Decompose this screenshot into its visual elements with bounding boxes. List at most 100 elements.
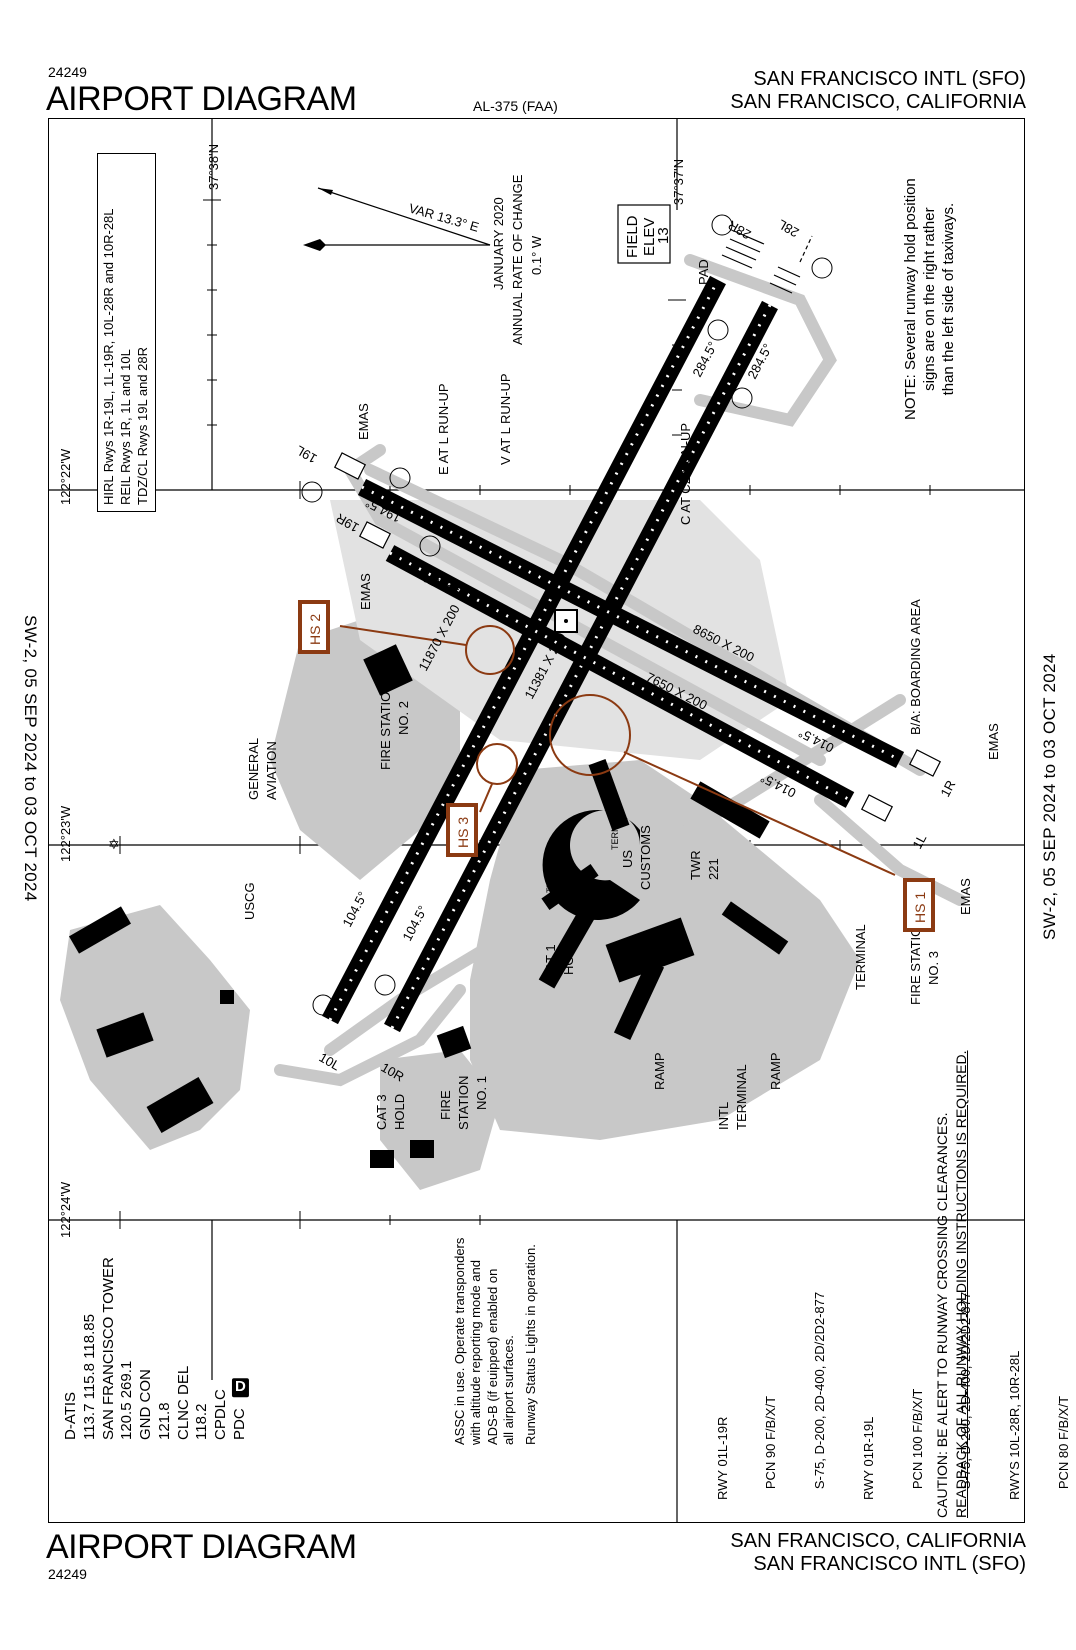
page-title-top: AIRPORT DIAGRAM xyxy=(46,80,357,118)
terminal-buildings xyxy=(69,644,789,1168)
hot-spot-3: HS 3 xyxy=(455,817,471,848)
fire-station-1: FIRE xyxy=(438,1090,453,1120)
uscg-label: USCG xyxy=(242,882,257,920)
diagram-frame xyxy=(48,118,1025,1523)
caution-line-1: CAUTION: BE ALERT TO RUNWAY CROSSING CLE… xyxy=(934,1112,950,1518)
hot-spot-labels: HS 2 HS 3 HS 1 xyxy=(298,600,935,932)
city-state: SAN FRANCISCO, CALIFORNIA xyxy=(730,91,1026,113)
c-at-c2-runup: C AT C2 RUN-UP xyxy=(678,423,693,525)
chart-number-bottom: 24249 xyxy=(48,1566,87,1582)
cat3-hold-2: HOLD xyxy=(392,1094,407,1130)
intl-terminal-2: TERMINAL xyxy=(734,1064,749,1130)
note-line-3: than the left side of taxiways. xyxy=(939,202,957,396)
approach-lights xyxy=(721,230,813,294)
assc-line-2: with altitude reporting mode and xyxy=(468,1259,484,1445)
d-badge-icon: D xyxy=(231,1378,249,1398)
comm-clearance: CLNC DEL xyxy=(174,1365,192,1440)
coordinate-labels: 37°38'N 37°37'N 122°22'W 122°23'W 122°24… xyxy=(58,144,686,1238)
e-at-l-runup: E AT L RUN-UP xyxy=(436,383,451,475)
terminal-2: TERMINAL xyxy=(610,804,620,850)
caution-note: CAUTION: BE ALERT TO RUNWAY CROSSING CLE… xyxy=(933,1050,971,1518)
cat3-hold: CAT 3 xyxy=(374,1094,389,1130)
procedure-id: AL-375 (FAA) xyxy=(473,98,558,114)
terminal-3: TERMINAL xyxy=(545,847,555,893)
rwy-end-1L: 1L xyxy=(909,832,929,852)
fire-station-2-no: NO. 2 xyxy=(396,701,411,735)
field-elev-value: 13 xyxy=(655,227,672,244)
cat1-hold: CAT 1 xyxy=(543,944,558,980)
pcn-line-8: PCN 80 F/B/X/T xyxy=(1055,1395,1071,1500)
critical-area-markers xyxy=(301,214,833,1016)
tower-label: TWR xyxy=(688,850,703,880)
var-rate-label: ANNUAL RATE OF CHANGE xyxy=(510,174,525,345)
comm-clearance-freq: 118.2 xyxy=(193,1403,211,1440)
fire-station-3: FIRE STATION xyxy=(908,917,923,1005)
cat1-hold-2: HOLD xyxy=(561,939,576,975)
hold-position-note: NOTE: Several runway hold position signs… xyxy=(902,178,958,420)
assc-note: ASSC in use. Operate transponders with a… xyxy=(452,1238,539,1445)
star-icon: ✡ xyxy=(108,836,120,852)
comm-tower-freq: 120.5 269.1 xyxy=(118,1360,136,1440)
rwy-end-28R: 28R xyxy=(725,217,753,242)
us-customs: US xyxy=(620,850,635,868)
ramp-twr-a: RAMP xyxy=(768,1052,783,1090)
rwy-end-28L: 28L xyxy=(775,217,801,241)
field-elev-label2: ELEV xyxy=(641,218,658,256)
hot-spot-1: HS 1 xyxy=(912,892,928,923)
fire-station-3-no: NO. 3 xyxy=(926,951,941,985)
lat-37-38: 37°38'N xyxy=(206,144,221,190)
c-at-c2-pad: PAD xyxy=(696,259,711,285)
pcn-line-4: RWY 01R-19L xyxy=(860,1416,876,1500)
field-elev-label1: FIELD xyxy=(624,215,641,258)
var-rate: 0.1° W xyxy=(529,235,544,275)
caution-line-2: READBACK OF ALL RUNWAY HOLDING INSTRUCTI… xyxy=(952,1050,969,1518)
fire-station-1-no: NO. 1 xyxy=(474,1076,489,1110)
pcn-line-1: RWY 01L-19R xyxy=(714,1416,730,1500)
ramp-twr-g: RAMP xyxy=(652,1052,667,1090)
pcn-line-7: RWYS 10L-28R, 10R-28L xyxy=(1007,1350,1022,1500)
lon-122-22: 122°22'W xyxy=(58,448,73,505)
lighting-info-box: HIRL Rwys 1R-19L, 1L-19R, 10L-28R and 10… xyxy=(97,153,156,512)
comm-datis: D-ATIS xyxy=(62,1391,79,1440)
comm-pdc-row: PDC D xyxy=(231,1257,250,1440)
pcn-line-5: PCN 100 F/B/X/T xyxy=(909,1388,925,1500)
note-line-2: signs are on the right rather xyxy=(920,207,938,391)
airport-name: SAN FRANCISCO INTL (SFO) xyxy=(753,68,1026,90)
terminal-1: TERMINAL xyxy=(853,924,868,990)
v-at-l-runup: V AT L RUN-UP xyxy=(498,373,513,465)
footer-city-state: SAN FRANCISCO, CALIFORNIA xyxy=(730,1530,1026,1552)
fire-station-2: FIRE STATION xyxy=(378,682,393,770)
assc-line-3: ADS-B (if euipped) enabled on xyxy=(484,1268,500,1445)
lighting-reil: REIL Rwys 1R, 1L and 10L xyxy=(117,349,133,505)
lon-122-24: 122°24'W xyxy=(58,1181,73,1238)
rwy-end-1R: 1R xyxy=(937,778,958,800)
assc-line-4: all airport surfaces. xyxy=(500,1335,516,1445)
magnetic-variation-arrows xyxy=(303,187,491,251)
comm-frequencies: D-ATIS 113.7 115.8 118.85 SAN FRANCISCO … xyxy=(62,1257,250,1440)
general-aviation: GENERAL xyxy=(246,738,261,800)
lat-37-37: 37°37'N xyxy=(671,159,686,205)
emas-1L: EMAS xyxy=(958,878,973,915)
pavement-strength: RWY 01L-19R PCN 90 F/B/X/T S-75, D-200, … xyxy=(682,1292,1076,1500)
chart-number-top: 24249 xyxy=(48,64,87,80)
rwy-end-10L: 10L xyxy=(317,1050,343,1074)
lighting-hirl: HIRL Rwys 1R-19L, 1L-19R, 10L-28R and 10… xyxy=(101,208,116,505)
rwy-end-19L: 19L xyxy=(293,443,319,467)
pcn-line-3: S-75, D-200, 2D-400, 2D/2D2-877 xyxy=(812,1291,827,1500)
emas-boxes xyxy=(333,452,942,822)
rwy-28R-heading: 284.5° xyxy=(689,339,720,379)
comm-ground-freq: 121.8 xyxy=(155,1402,173,1440)
comm-pdc: PDC xyxy=(230,1408,248,1440)
field-elevation-box: FIELD ELEV 13 xyxy=(617,204,672,264)
footer-location: SAN FRANCISCO, CALIFORNIA SAN FRANCISCO … xyxy=(730,1530,1026,1576)
page-title-bottom: AIRPORT DIAGRAM xyxy=(46,1528,357,1566)
comm-ground: GND CON xyxy=(137,1369,154,1440)
lighting-tdz: TDZ/CL Rwys 19L and 28R xyxy=(134,347,150,505)
var-date: JANUARY 2020 xyxy=(491,197,506,290)
emas-19R: EMAS xyxy=(358,573,373,610)
comm-cpdlc: CPDLC xyxy=(212,1389,229,1440)
hot-spot-2: HS 2 xyxy=(307,614,323,645)
pcn-line-2: PCN 90 F/B/X/T xyxy=(763,1395,779,1500)
tower-height: 221 xyxy=(706,858,721,880)
